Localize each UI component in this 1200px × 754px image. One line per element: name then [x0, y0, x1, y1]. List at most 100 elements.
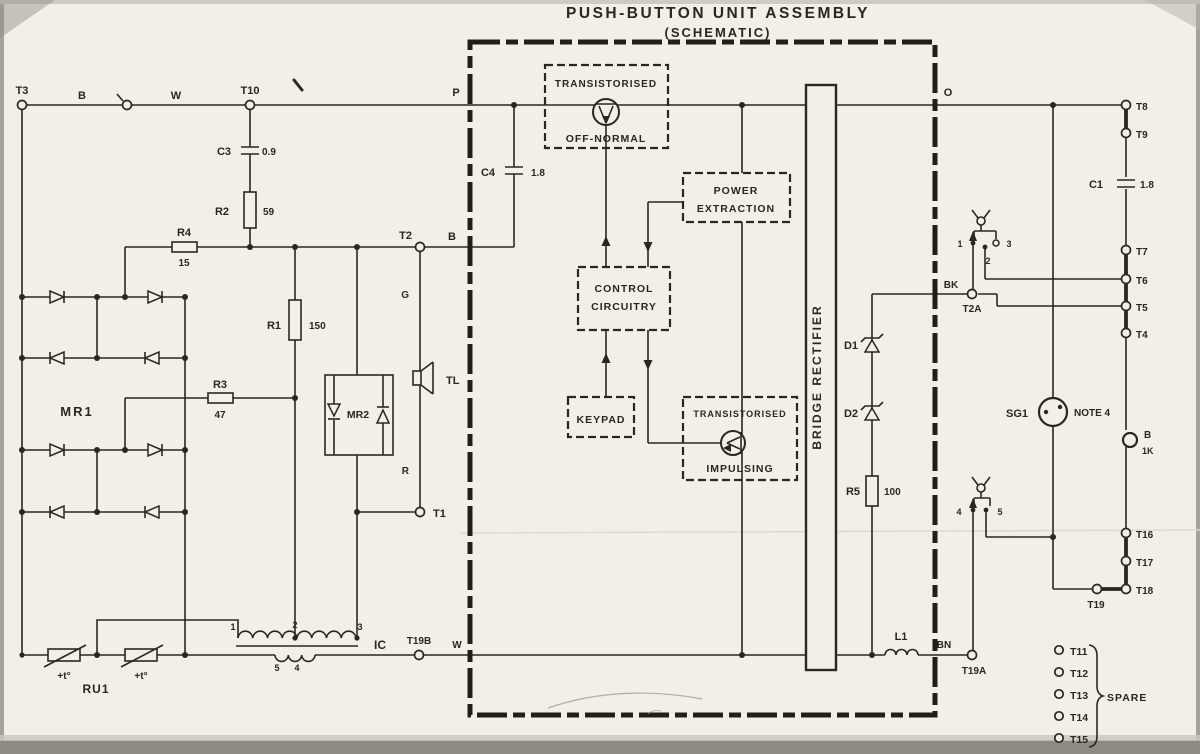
spare-t15-label: T15 [1070, 734, 1088, 746]
tl-receiver-icon [412, 361, 434, 395]
off-normal-line1: TRANSISTORISED [555, 79, 657, 90]
terminal-t3 [16, 99, 28, 111]
key-contact-2-label: 2 [985, 256, 990, 266]
mr1-diode-network [48, 289, 164, 520]
key-contact-4-label: 4 [956, 507, 961, 517]
r1-value: 150 [309, 321, 326, 332]
ic-tap4-label: 4 [294, 663, 299, 673]
wire-g-label: G [401, 290, 409, 301]
spare-t11-label: T11 [1070, 646, 1088, 658]
mr2-regulator [324, 374, 394, 456]
l1-label: L1 [895, 631, 908, 643]
ic-label: IC [374, 638, 386, 652]
r5-label: R5 [846, 486, 860, 498]
schematic-title-line2: (SCHEMATIC) [665, 25, 772, 40]
control-circuitry-box [576, 265, 672, 332]
c3-value: 0.9 [262, 147, 276, 158]
ic-tap2-label: 2 [292, 620, 297, 630]
sg1-note-label: NOTE 4 [1074, 408, 1111, 419]
spare-t13-label: T13 [1070, 690, 1088, 702]
spare-t12-label: T12 [1070, 668, 1088, 680]
r2-label: R2 [215, 206, 229, 218]
terminal-t19b [413, 649, 425, 661]
wire-b-top-label: B [78, 90, 86, 102]
terminal-t12 [1053, 666, 1065, 678]
scan-artifacts [292, 78, 703, 715]
functional-blocks: TRANSISTORISED OFF-NORMAL POWER EXTRACTI… [543, 63, 799, 482]
thermistor2-label: +t° [134, 671, 147, 682]
control-line2: CIRCUITRY [591, 301, 657, 313]
d1-diode-icon [860, 333, 884, 353]
mr2-label: MR2 [347, 409, 369, 421]
ic-tap5-label: 5 [274, 663, 279, 673]
key-45 [969, 476, 991, 513]
terminal-t5-label: T5 [1136, 303, 1148, 314]
terminal-t11 [1053, 644, 1065, 656]
terminal-t18 [1120, 583, 1132, 595]
assembly-boundary [467, 39, 938, 718]
terminal-t15 [1053, 732, 1065, 744]
c3-label: C3 [217, 146, 231, 158]
sg1-label: SG1 [1006, 408, 1028, 420]
buzzer-label: B [1144, 430, 1151, 441]
key-contact-3-label: 3 [1006, 239, 1011, 249]
power-line2: EXTRACTION [697, 203, 775, 215]
ru1-label: RU1 [82, 682, 109, 696]
components [43, 93, 1139, 668]
wire-bk-label: BK [944, 280, 959, 291]
spare-group-label: SPARE [1107, 692, 1147, 704]
c1-label: C1 [1089, 179, 1103, 191]
ic-tap1-label: 1 [230, 622, 235, 632]
capacitor-c4-icon [505, 166, 523, 175]
r3-label: R3 [213, 379, 227, 391]
labels: PUSH-BUTTON UNIT ASSEMBLY (SCHEMATIC) T3… [16, 5, 1155, 746]
signal-flow-arrows [601, 236, 653, 370]
d2-diode-icon [860, 401, 884, 421]
c1-value: 1.8 [1140, 180, 1154, 191]
terminal-t2 [414, 241, 426, 253]
wire-diode-branch [871, 293, 967, 655]
terminal-t10-label: T10 [241, 85, 260, 97]
ic-tap3-label: 3 [357, 622, 362, 632]
sg1-spark-gap-icon [1037, 396, 1069, 428]
terminal-t9 [1120, 127, 1132, 139]
thermistor1-label: +t° [57, 671, 70, 682]
bridge-rectifier: BRIDGE RECTIFIER [804, 83, 838, 672]
terminal-t19-label: T19 [1087, 600, 1105, 611]
off-normal-transistor-icon [592, 98, 620, 126]
resistor-r3 [207, 392, 234, 404]
wire-p-label: P [452, 87, 459, 99]
impulsing-line1: TRANSISTORISED [693, 409, 786, 419]
bridge-rectifier-label: BRIDGE RECTIFIER [810, 304, 824, 449]
key-contact-5-label: 5 [997, 507, 1002, 517]
terminal-t7 [1120, 244, 1132, 256]
r4-label: R4 [177, 227, 192, 239]
terminal-t16-label: T16 [1136, 530, 1154, 541]
wire-w-bottom-label: W [452, 640, 462, 651]
terminal-t1 [414, 506, 426, 518]
resistor-r4 [171, 241, 198, 253]
terminal-t8-label: T8 [1136, 102, 1148, 113]
r1-label: R1 [267, 320, 281, 332]
terminal-t17 [1120, 555, 1132, 567]
keypad-label: KEYPAD [577, 414, 626, 426]
terminal-t19a-label: T19A [962, 666, 986, 677]
d1-label: D1 [844, 340, 858, 352]
r4-value: 15 [178, 258, 190, 269]
terminal-circles [16, 99, 1132, 744]
mr1-label: MR1 [60, 404, 93, 419]
terminal-t19b-label: T19B [407, 636, 431, 647]
ru1-thermistors [43, 644, 164, 668]
r5-value: 100 [884, 487, 901, 498]
c4-label: C4 [481, 167, 496, 179]
terminal-t5 [1120, 300, 1132, 312]
off-normal-box [543, 63, 670, 150]
impulsing-box [681, 395, 799, 482]
terminal-t3-label: T3 [16, 85, 29, 97]
terminal-t19a [966, 649, 978, 661]
wire-mr1-ladder [22, 247, 295, 655]
control-line1: CONTROL [595, 283, 654, 295]
